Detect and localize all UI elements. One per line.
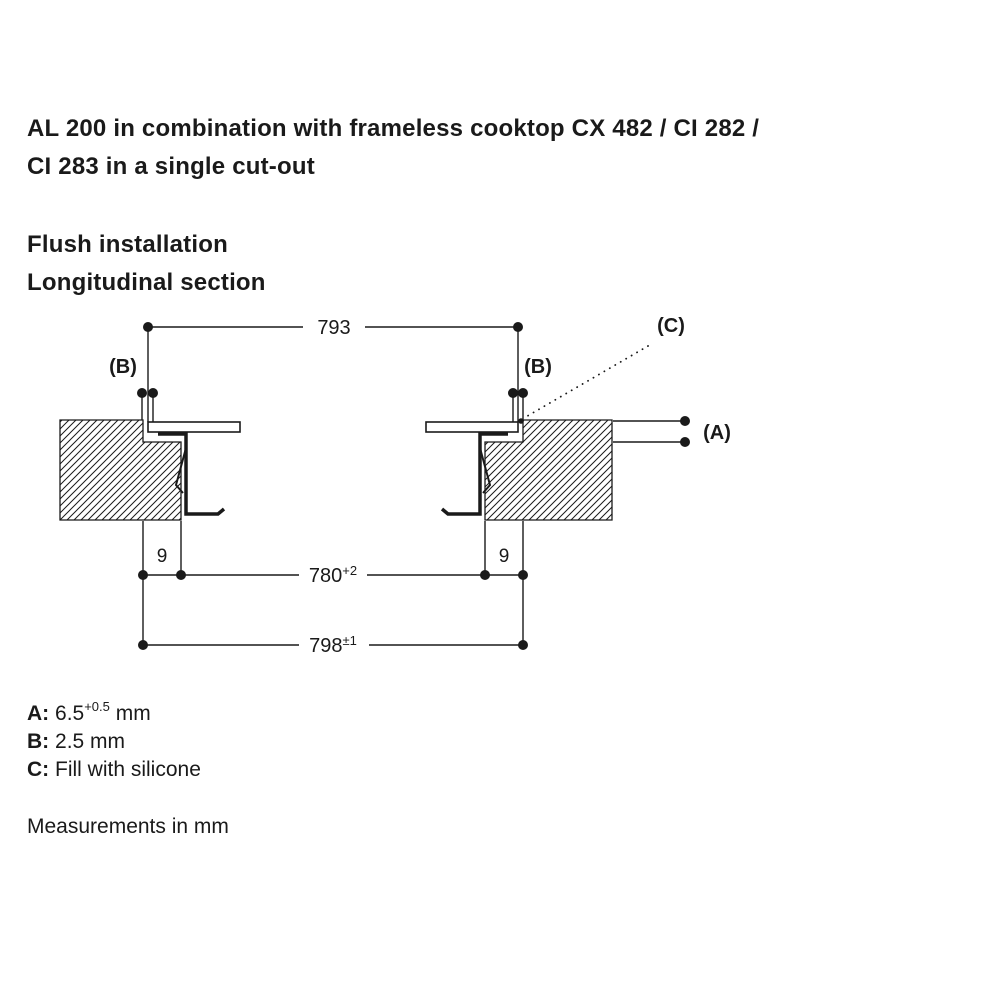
- dim-value-glass-tolerance: ±1: [343, 633, 357, 648]
- legend-key-a: A:: [27, 702, 50, 725]
- bracket-profile: [158, 432, 226, 516]
- dim-marker-dot: [518, 640, 528, 650]
- gap-label-right: (B): [508, 356, 552, 422]
- countertop-left-section: [59, 419, 182, 521]
- gap-label-left: (B): [109, 356, 158, 422]
- dim-marker-dot: [137, 388, 147, 398]
- dimension-top-793: 793: [143, 317, 523, 422]
- dim-marker-dot: [138, 640, 148, 650]
- legend-unit-a: mm: [109, 702, 151, 725]
- dim-value-overlap-right: 9: [499, 546, 510, 567]
- dim-marker-dot: [143, 322, 153, 332]
- callout-dotted-leader: [523, 345, 649, 419]
- legend-key-c: C:: [27, 758, 50, 781]
- dim-marker-dot: [176, 570, 186, 580]
- spring-clip: [174, 447, 187, 494]
- dim-marker-dot: [138, 570, 148, 580]
- legend-value-c: Fill with silicone: [55, 758, 201, 781]
- legend: A: 6.5+0.5 mm B: 2.5 mm C: Fill with sil…: [27, 700, 201, 784]
- dim-marker-dot: [680, 437, 690, 447]
- legend-value-a: 6.5: [55, 702, 85, 725]
- spring-clip: [479, 447, 492, 494]
- legend-item-a: A: 6.5+0.5 mm: [27, 700, 201, 728]
- section-subtitle: Flush installation Longitudinal section: [27, 226, 266, 302]
- longitudinal-section-diagram: 793 (C) (B) (B): [59, 315, 731, 657]
- legend-item-b: B: 2.5 mm: [27, 728, 201, 756]
- dim-marker-dot: [518, 570, 528, 580]
- page-title-line2: CI 283 in a single cut-out: [27, 153, 315, 180]
- bracket-profile: [440, 432, 508, 516]
- subtitle-line1: Flush installation: [27, 231, 228, 258]
- legend-tolerance-a: +0.5: [84, 699, 110, 714]
- dim-value-cutout-main: 780: [309, 565, 342, 587]
- dim-marker-dot: [518, 388, 528, 398]
- dim-marker-dot: [480, 570, 490, 580]
- measurements-note: Measurements in mm: [27, 815, 229, 838]
- dim-marker-dot: [148, 388, 158, 398]
- dim-marker-dot: [508, 388, 518, 398]
- label-c: (C): [657, 315, 685, 337]
- legend-key-b: B:: [27, 730, 50, 753]
- dim-value-glass-main: 798: [309, 635, 342, 657]
- dim-marker-dot: [513, 322, 523, 332]
- dimension-row-glass: 798±1: [138, 633, 528, 657]
- mounting-bracket-left: [158, 432, 226, 516]
- dim-value-cutout: 780+2: [309, 563, 357, 587]
- legend-value-b: 2.5 mm: [55, 730, 126, 753]
- cooktop-glass-right: [425, 421, 519, 433]
- dimension-row-cutout: 9 9 780+2: [138, 546, 528, 587]
- page-title: AL 200 in combination with frameless coo…: [27, 110, 759, 186]
- page-title-line1: AL 200 in combination with frameless coo…: [27, 115, 760, 142]
- dimension-a: (A): [613, 416, 731, 447]
- lower-extension-lines: [142, 521, 524, 645]
- label-b-right: (B): [524, 356, 552, 378]
- dim-value-cutout-tolerance: +2: [342, 563, 357, 578]
- label-b-left: (B): [109, 356, 137, 378]
- label-a: (A): [703, 422, 731, 444]
- legend-item-c: C: Fill with silicone: [27, 756, 201, 784]
- subtitle-line2: Longitudinal section: [27, 269, 266, 296]
- cooktop-glass-left: [147, 421, 241, 433]
- dim-marker-dot: [680, 416, 690, 426]
- dim-value-glass: 798±1: [309, 633, 357, 657]
- dim-value-overlap-left: 9: [157, 546, 168, 567]
- mounting-bracket-right: [440, 432, 508, 516]
- countertop-right-section: [484, 419, 613, 521]
- dim-value-793: 793: [317, 317, 350, 339]
